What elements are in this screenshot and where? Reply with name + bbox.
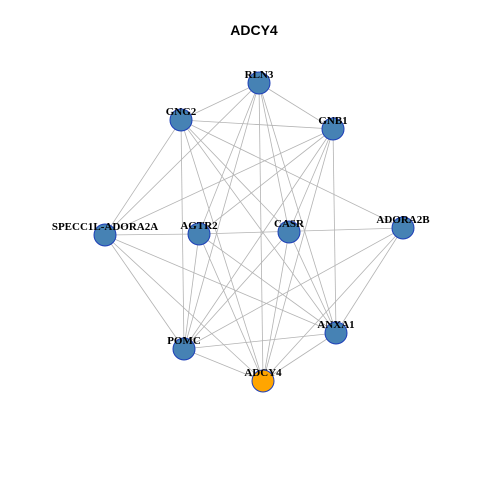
node-specc1l-adora2a[interactable] [93, 223, 117, 247]
node-agtr2[interactable] [187, 222, 211, 246]
diagram-title: ADCY4 [230, 22, 278, 38]
edge-gnb1-anxa1 [332, 128, 337, 334]
edge-specc1l-adora2a-adcy4 [104, 234, 264, 382]
edge-agtr2-anxa1 [198, 233, 337, 334]
node-label-adcy4: ADCY4 [244, 367, 282, 379]
node-adcy4[interactable] [251, 369, 275, 393]
node-label-adora2b: ADORA2B [376, 214, 430, 226]
edge-gng2-specc1l-adora2a [104, 119, 182, 236]
edge-pomc-adcy4 [183, 348, 264, 382]
node-label-rln3: RLN3 [245, 69, 274, 81]
node-casr[interactable] [277, 220, 301, 244]
edge-casr-anxa1 [288, 231, 337, 334]
edge-casr-pomc [183, 231, 290, 350]
edge-specc1l-adora2a-agtr2 [104, 233, 200, 236]
edge-agtr2-adcy4 [198, 233, 264, 382]
node-label-gnb1: GNB1 [318, 115, 347, 127]
node-anxa1[interactable] [324, 321, 348, 345]
edge-rln3-casr [258, 82, 290, 233]
node-label-casr: CASR [274, 218, 305, 230]
edge-rln3-anxa1 [258, 82, 337, 334]
edge-gnb1-agtr2 [198, 128, 334, 235]
edge-casr-adcy4 [262, 231, 290, 382]
edge-gnb1-pomc [183, 128, 334, 350]
node-label-gng2: GNG2 [166, 106, 197, 118]
edge-gng2-casr [180, 119, 290, 233]
node-adora2b[interactable] [391, 216, 415, 240]
nodes-layer [93, 71, 415, 393]
node-rln3[interactable] [247, 71, 271, 95]
edge-gnb1-casr [288, 128, 334, 233]
edges-layer [104, 82, 404, 382]
node-gng2[interactable] [169, 108, 193, 132]
edge-gng2-adora2b [180, 119, 404, 229]
edge-agtr2-pomc [183, 233, 200, 350]
edge-rln3-gnb1 [258, 82, 334, 130]
node-label-specc1l-adora2a: SPECC1L-ADORA2A [52, 221, 158, 233]
node-gnb1[interactable] [321, 117, 345, 141]
edge-anxa1-adcy4 [262, 332, 337, 382]
edge-specc1l-adora2a-pomc [104, 234, 185, 350]
node-label-anxa1: ANXA1 [317, 319, 354, 331]
edge-adora2b-anxa1 [335, 227, 404, 334]
edge-gnb1-adcy4 [262, 128, 334, 382]
node-label-pomc: POMC [167, 335, 201, 347]
edge-anxa1-pomc [183, 332, 337, 350]
edge-gng2-gnb1 [180, 119, 334, 130]
edge-gng2-anxa1 [180, 119, 337, 334]
node-label-agtr2: AGTR2 [180, 220, 218, 232]
edge-agtr2-adora2b [198, 227, 404, 235]
edge-gnb1-specc1l-adora2a [104, 128, 334, 236]
edge-rln3-gng2 [180, 82, 260, 121]
edge-rln3-specc1l-adora2a [104, 82, 260, 236]
edge-adora2b-pomc [183, 227, 404, 350]
edge-adora2b-adcy4 [262, 227, 404, 382]
node-pomc[interactable] [172, 337, 196, 361]
